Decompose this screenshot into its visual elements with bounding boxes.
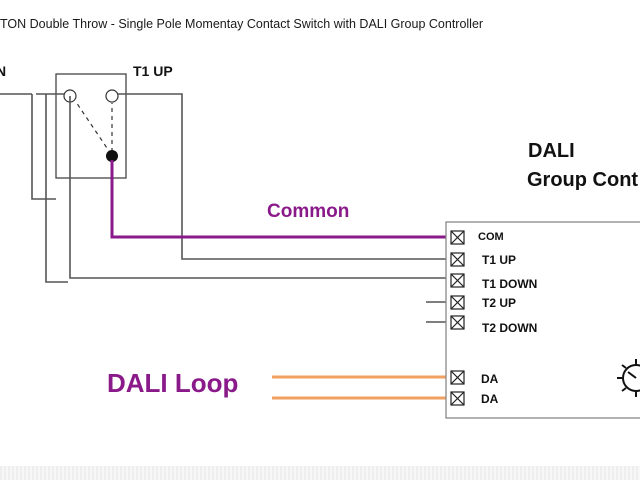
switch-contact-right [105,89,119,103]
controller-title-line2: Group Cont [527,169,639,191]
terminal-label-da-2: DA [481,392,499,406]
wire-n-loop [45,94,68,283]
wire-t1-down [69,96,450,279]
terminal-block [450,230,465,406]
terminal-da-1 [450,370,465,385]
diagram-title: TON Double Throw - Single Pole Momentay … [0,17,484,31]
terminal-com [450,230,465,245]
wire-left-loop [31,94,56,200]
wire-t1-up [118,93,450,260]
footer-strip [0,466,640,480]
rotary-selector-icon [617,359,640,397]
switch-pivot [106,150,118,162]
terminal-da-2 [450,391,465,406]
controller-title-line1: DALI [528,140,575,162]
terminal-t2-down [450,315,465,330]
switch-lever-left [75,101,112,155]
terminal-t1-up [450,252,465,267]
terminal-label-t2-down: T2 DOWN [482,321,538,335]
switch-right-label: T1 UP [133,63,173,79]
terminal-label-t1-down: T1 DOWN [482,277,538,291]
terminal-label-com: COM [478,231,504,243]
switch-body [55,73,127,179]
terminal-t1-down [450,273,465,288]
wire-common [110,160,450,239]
common-wire-label: Common [267,201,350,222]
terminal-label-t1-up: T1 UP [482,253,517,267]
dali-loop-label: DALI Loop [107,368,239,398]
terminal-label-da-1: DA [481,372,499,386]
terminal-label-t2-up: T2 UP [482,296,517,310]
switch-left-label: N [0,63,7,79]
terminal-t2-up [450,295,465,310]
controller-box [445,221,640,419]
